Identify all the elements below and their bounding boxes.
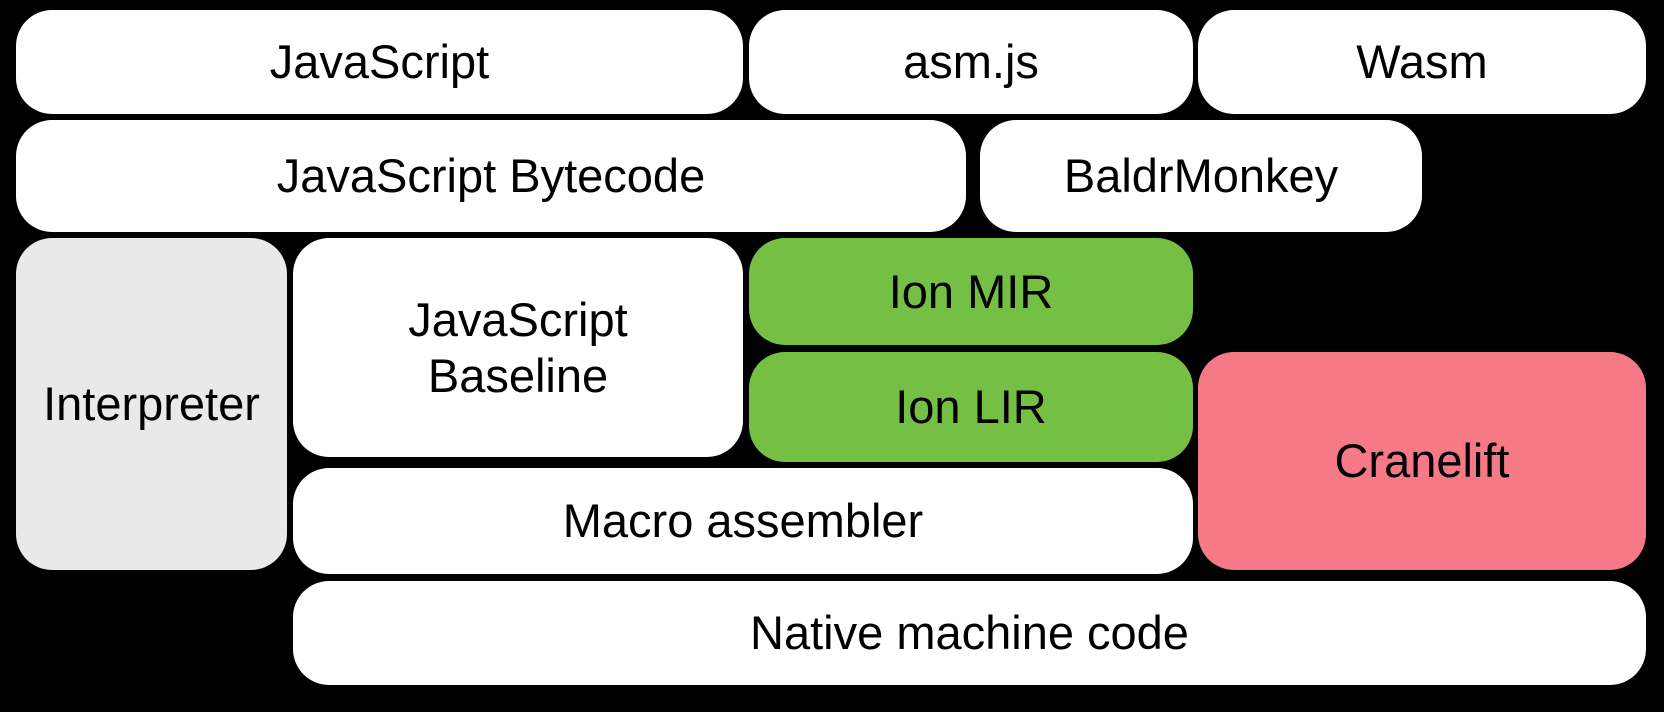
box-javascript-bytecode-label: JavaScript Bytecode (276, 149, 706, 203)
box-javascript-baseline: JavaScript Baseline (293, 238, 743, 457)
box-javascript-bytecode: JavaScript Bytecode (16, 120, 966, 232)
box-wasm: Wasm (1198, 10, 1646, 114)
box-macro-assembler-label: Macro assembler (562, 494, 924, 548)
box-baldrmonkey-label: BaldrMonkey (1063, 149, 1339, 203)
box-ion-lir: Ion LIR (749, 352, 1193, 462)
box-ion-mir-label: Ion MIR (888, 264, 1054, 318)
box-interpreter: Interpreter (16, 238, 287, 570)
box-javascript-baseline-label: JavaScript Baseline (408, 293, 628, 402)
box-asmjs: asm.js (749, 10, 1193, 114)
box-macro-assembler: Macro assembler (293, 468, 1193, 574)
box-javascript: JavaScript (16, 10, 743, 114)
box-asmjs-label: asm.js (903, 35, 1039, 89)
box-ion-lir-label: Ion LIR (895, 380, 1047, 434)
box-baldrmonkey: BaldrMonkey (980, 120, 1422, 232)
box-native-machine-code: Native machine code (293, 581, 1646, 685)
box-native-machine-code-label: Native machine code (750, 606, 1189, 660)
box-interpreter-label: Interpreter (43, 377, 260, 431)
box-ion-mir: Ion MIR (749, 238, 1193, 345)
box-cranelift-label: Cranelift (1334, 434, 1510, 488)
box-wasm-label: Wasm (1356, 35, 1488, 89)
box-javascript-label: JavaScript (269, 35, 490, 89)
box-cranelift: Cranelift (1198, 352, 1646, 570)
